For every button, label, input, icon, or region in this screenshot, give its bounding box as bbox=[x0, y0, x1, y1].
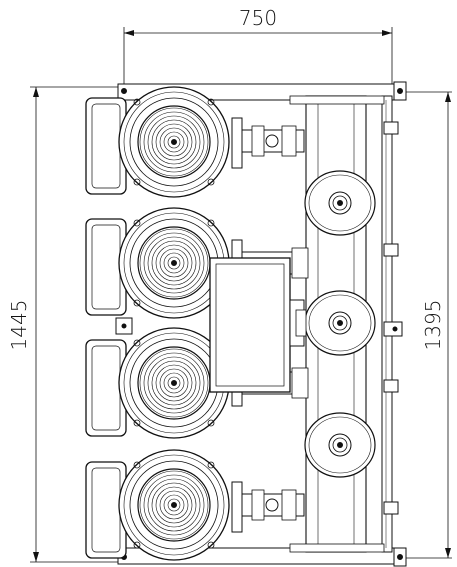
height-right-dimension-label: 1395 bbox=[421, 300, 445, 351]
pump-unit-4 bbox=[85, 449, 305, 561]
width-dimension-label: 750 bbox=[239, 6, 277, 30]
height-left-dimension-label: 1445 bbox=[7, 300, 31, 351]
control-box bbox=[209, 257, 307, 393]
check-valves bbox=[304, 170, 376, 478]
dimension-height-right: 1395 bbox=[404, 91, 452, 559]
dimension-height-left: 1445 bbox=[7, 86, 120, 563]
dimension-width: 750 bbox=[123, 6, 393, 88]
pump-unit-1 bbox=[85, 86, 305, 198]
